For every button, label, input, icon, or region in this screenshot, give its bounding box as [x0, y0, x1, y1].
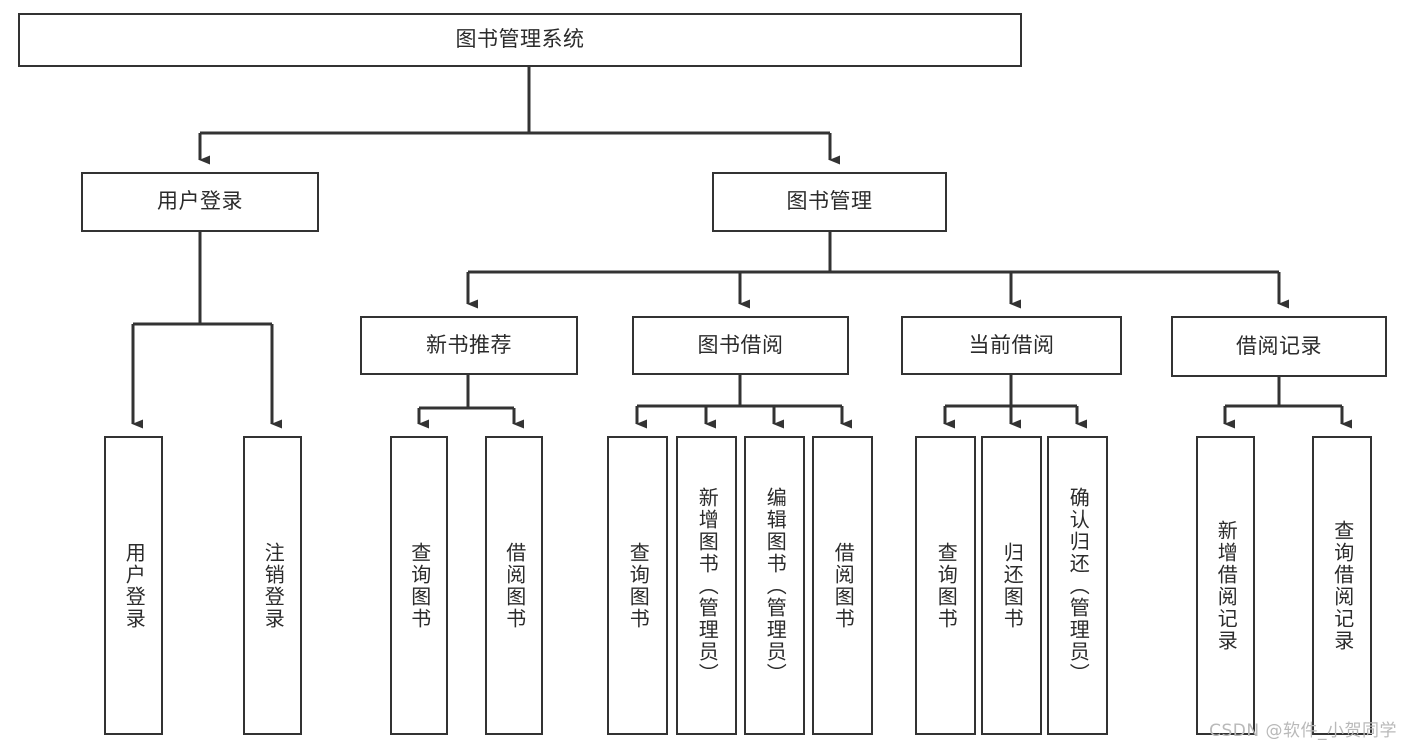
node-leaf-add-borrow-record[interactable]: 新增借阅记录 — [1196, 436, 1255, 735]
node-label: 图书管理系统 — [455, 27, 585, 52]
node-leaf-logout[interactable]: 注销登录 — [243, 436, 302, 735]
node-leaf-edit-book[interactable]: 编辑图书（管理员） — [744, 436, 805, 735]
node-label: 用户登录 — [157, 189, 243, 214]
node-label: 查询图书 — [934, 541, 959, 630]
node-label: 借阅图书 — [831, 541, 856, 630]
node-label: 编辑图书（管理员） — [763, 486, 788, 685]
node-label: 新增借阅记录 — [1214, 519, 1239, 652]
node-leaf-query-book-recommend[interactable]: 查询图书 — [390, 436, 448, 735]
node-label: 查询借阅记录 — [1330, 519, 1355, 652]
node-label: 查询图书 — [407, 541, 432, 630]
node-label: 借阅记录 — [1236, 333, 1322, 358]
node-leaf-user-login[interactable]: 用户登录 — [104, 436, 163, 735]
node-leaf-query-book-borrow[interactable]: 查询图书 — [607, 436, 668, 735]
node-label: 查询图书 — [626, 541, 651, 630]
node-book-manage[interactable]: 图书管理 — [712, 172, 947, 232]
node-leaf-query-book-current[interactable]: 查询图书 — [915, 436, 976, 735]
node-label: 用户登录 — [122, 541, 147, 630]
node-leaf-return-book[interactable]: 归还图书 — [981, 436, 1042, 735]
node-label: 图书借阅 — [697, 332, 784, 357]
node-new-book-recommend[interactable]: 新书推荐 — [360, 316, 578, 375]
node-borrow-record[interactable]: 借阅记录 — [1171, 316, 1387, 377]
node-leaf-confirm-return[interactable]: 确认归还（管理员） — [1047, 436, 1108, 735]
node-root-system[interactable]: 图书管理系统 — [18, 13, 1022, 67]
node-label: 新增图书（管理员） — [695, 486, 720, 685]
node-label: 图书管理 — [786, 189, 873, 214]
node-book-borrow[interactable]: 图书借阅 — [632, 316, 849, 375]
node-user-login[interactable]: 用户登录 — [81, 172, 319, 232]
node-leaf-query-borrow-record[interactable]: 查询借阅记录 — [1312, 436, 1372, 735]
node-label: 借阅图书 — [502, 541, 527, 630]
node-leaf-add-book[interactable]: 新增图书（管理员） — [676, 436, 737, 735]
node-current-borrow[interactable]: 当前借阅 — [901, 316, 1122, 375]
node-label: 注销登录 — [261, 541, 286, 630]
node-label: 当前借阅 — [968, 332, 1055, 357]
node-label: 新书推荐 — [426, 332, 512, 357]
node-label: 确认归还（管理员） — [1066, 486, 1091, 685]
node-leaf-borrow-book-recommend[interactable]: 借阅图书 — [485, 436, 543, 735]
node-leaf-borrow-book[interactable]: 借阅图书 — [812, 436, 873, 735]
node-label: 归还图书 — [1000, 541, 1025, 630]
